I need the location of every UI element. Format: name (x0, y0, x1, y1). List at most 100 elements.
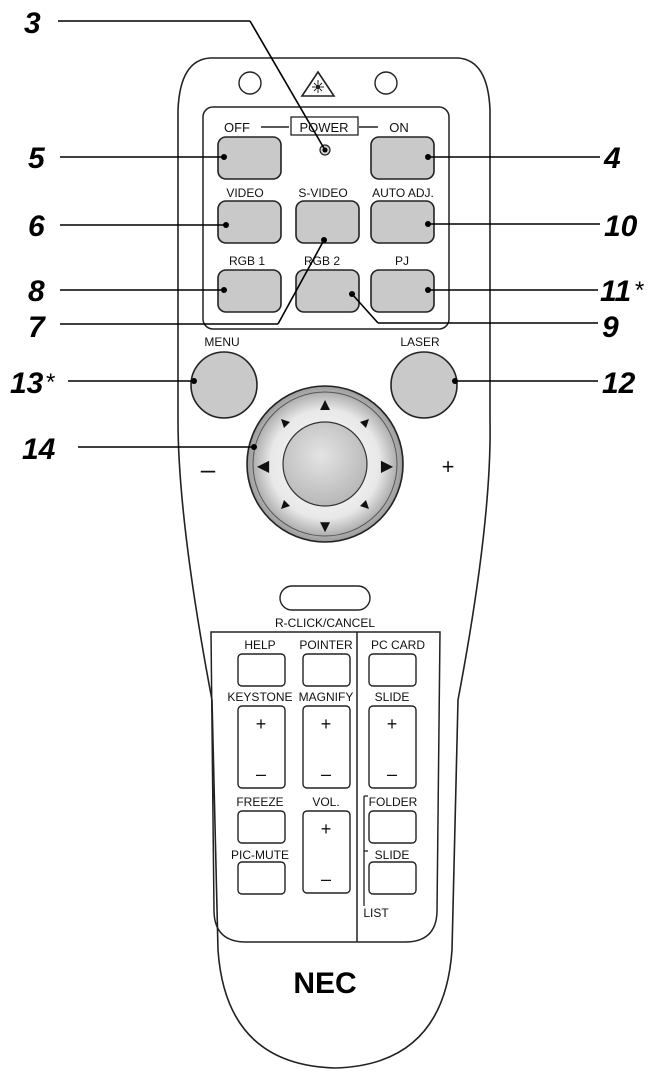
power-on-label: ON (389, 120, 409, 135)
freeze-label: FREEZE (236, 795, 283, 809)
slide-bottom-label: SLIDE (375, 848, 410, 862)
leader-9-diagonal (351, 293, 379, 324)
slide-minus: – (387, 764, 397, 784)
callout-10: 10 (604, 210, 638, 243)
freeze-button[interactable] (237, 810, 286, 844)
keystone-rocker[interactable] (237, 705, 286, 789)
callout-11: 11 (600, 275, 631, 308)
video-button[interactable] (217, 200, 282, 244)
magnify-minus: – (321, 764, 331, 784)
leader-5-dot (221, 154, 227, 160)
callout-8: 8 (28, 275, 45, 308)
minus-sign: – (201, 454, 216, 484)
pccard-button[interactable] (368, 653, 417, 687)
picmute-button[interactable] (237, 861, 286, 895)
leader-4-dot (425, 154, 431, 160)
callout-13: 13 (10, 367, 44, 400)
leader-3-dot (322, 147, 328, 153)
rclick-cancel-button[interactable] (279, 585, 371, 611)
autoadj-button[interactable] (370, 200, 435, 244)
power-on-button[interactable] (370, 136, 435, 180)
volume-rocker[interactable] (302, 810, 351, 894)
leader-3-diagonal (249, 20, 326, 151)
plus-sign: + (442, 454, 455, 479)
up-right-arrow-icon[interactable] (360, 419, 369, 428)
laser-warning-icon (300, 70, 336, 97)
vol-label: VOL. (312, 795, 339, 809)
rgb1-label: RGB 1 (229, 254, 265, 268)
callout-14: 14 (22, 433, 56, 466)
slide-list-button[interactable] (368, 861, 417, 895)
menu-button[interactable] (190, 351, 258, 419)
callout-3: 3 (24, 7, 41, 40)
magnify-label: MAGNIFY (299, 690, 354, 704)
svideo-label: S-VIDEO (298, 186, 347, 200)
rgb2-label: RGB 2 (304, 254, 340, 268)
callout-7: 7 (28, 311, 46, 344)
leader-14-dot (251, 444, 257, 450)
down-left-arrow-icon[interactable] (281, 500, 290, 509)
ir-window-left (238, 71, 262, 95)
rgb1-button[interactable] (217, 269, 282, 313)
pj-button[interactable] (370, 269, 435, 313)
picmute-label: PIC-MUTE (231, 848, 289, 862)
volume-minus: – (321, 869, 331, 889)
folder-button[interactable] (368, 810, 417, 844)
down-right-arrow-icon[interactable] (360, 500, 369, 509)
keystone-plus: + (256, 714, 267, 734)
menu-label: MENU (204, 335, 239, 349)
laser-label: LASER (400, 335, 440, 349)
select-center-button[interactable] (282, 421, 368, 507)
lower-panel (210, 631, 441, 943)
slide-plus: + (387, 714, 398, 734)
help-button[interactable] (237, 653, 286, 687)
up-left-arrow-icon[interactable] (281, 419, 290, 428)
pj-label: PJ (395, 254, 409, 268)
power-title: POWER (299, 120, 348, 135)
up-arrow-icon[interactable]: ▲ (317, 395, 334, 414)
left-arrow-icon[interactable]: ◀ (257, 458, 270, 475)
laser-button[interactable] (390, 351, 458, 419)
help-label: HELP (244, 638, 275, 652)
leader-7-dot (321, 237, 327, 243)
leader-10-dot (425, 221, 431, 227)
callout-11-asterisk: * (635, 277, 644, 304)
pccard-label: PC CARD (371, 638, 425, 652)
leader-11-dot (425, 287, 431, 293)
video-label: VIDEO (226, 186, 263, 200)
callout-5: 5 (28, 142, 46, 175)
rgb2-button[interactable] (295, 269, 360, 313)
leader-8-dot (221, 287, 227, 293)
leader-7-diagonal (277, 239, 325, 325)
keystone-label: KEYSTONE (227, 690, 292, 704)
magnify-plus: + (321, 714, 332, 734)
volume-plus: + (321, 819, 332, 839)
nec-logo: NEC (293, 967, 356, 1000)
keystone-minus: – (256, 764, 266, 784)
callout-4: 4 (603, 142, 621, 175)
svideo-button[interactable] (295, 200, 360, 244)
rclick-label: R-CLICK/CANCEL (275, 616, 375, 630)
upper-panel (202, 106, 450, 330)
callout-9: 9 (602, 311, 619, 344)
leader-9-dot (349, 291, 355, 297)
leader-13-dot (191, 378, 197, 384)
slide-rocker[interactable] (368, 705, 417, 789)
folder-label: FOLDER (369, 795, 418, 809)
callout-13-asterisk: * (46, 369, 55, 396)
right-arrow-icon[interactable]: ▶ (381, 458, 394, 475)
ir-window-right (374, 71, 398, 95)
pointer-button[interactable] (302, 653, 351, 687)
list-label: LIST (363, 906, 389, 920)
callout-12: 12 (602, 367, 636, 400)
down-arrow-icon[interactable]: ▼ (317, 517, 334, 536)
power-off-label: OFF (224, 120, 250, 135)
autoadj-label: AUTO ADJ. (372, 186, 434, 200)
pointer-label: POINTER (299, 638, 353, 652)
power-off-button[interactable] (217, 136, 282, 180)
slide-top-label: SLIDE (375, 690, 410, 704)
magnify-rocker[interactable] (302, 705, 351, 789)
leader-6-dot (223, 222, 229, 228)
